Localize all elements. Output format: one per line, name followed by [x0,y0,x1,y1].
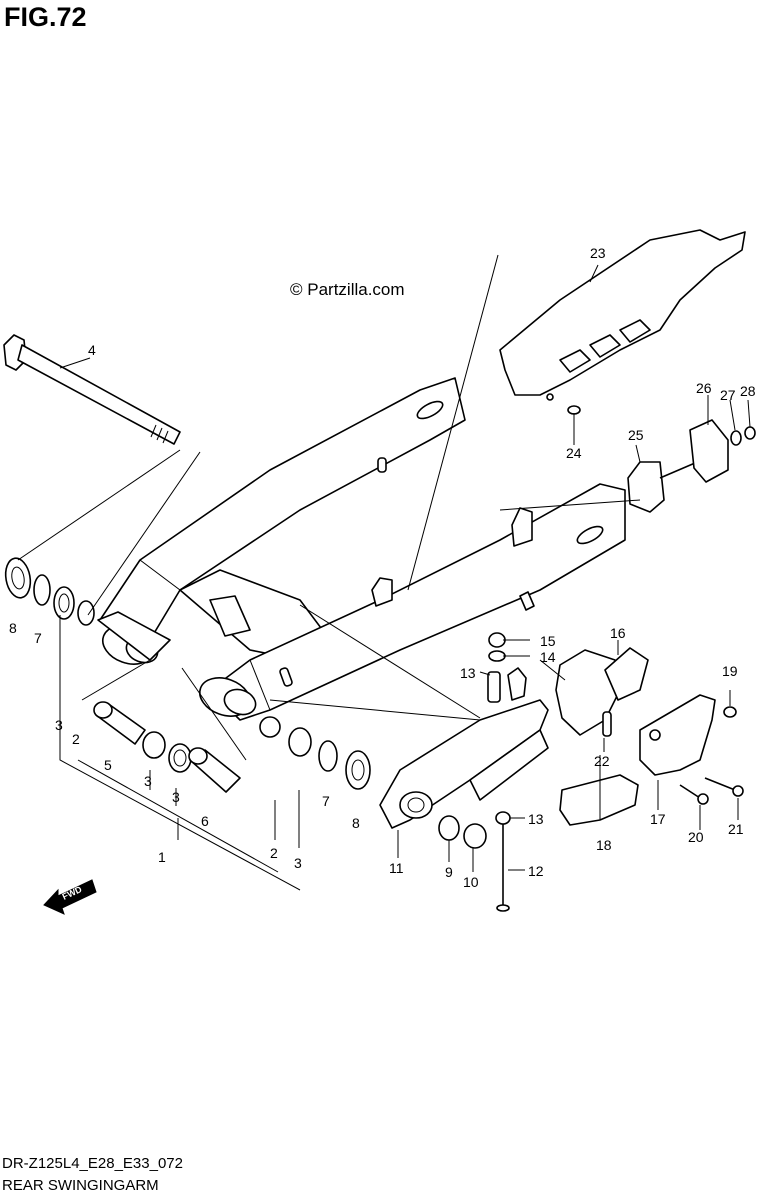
bolt-20[interactable] [679,784,709,805]
spacer-2-left [77,600,95,626]
callout-2-left: 2 [72,731,80,747]
callout-10: 10 [463,874,479,890]
callout-11: 11 [389,860,404,876]
guard-18[interactable] [559,774,639,826]
pivot-axle[interactable] [3,334,181,445]
nut-28 [744,426,756,440]
callout-25: 25 [628,427,644,443]
callout-17: 17 [650,811,666,827]
callout-13-upper: 13 [460,665,476,681]
washer-27 [730,430,742,446]
callout-28: 28 [740,383,756,399]
swingarm[interactable] [97,377,626,723]
callout-6: 6 [201,813,209,829]
model-code: DR-Z125L4_E28_E33_072 [2,1155,183,1172]
washer-7-right [318,740,338,772]
bracket-17[interactable] [639,694,716,776]
bolt-21[interactable] [704,777,744,797]
washer-9 [438,815,460,841]
chain-guide[interactable] [379,699,549,829]
callout-2-right: 2 [270,845,278,861]
callout-3-mid2: 3 [172,789,180,805]
callout-13-lower: 13 [528,811,544,827]
callout-19: 19 [722,663,738,679]
callout-24: 24 [566,445,582,461]
callout-12: 12 [528,863,544,879]
spacer-2-right [259,716,281,738]
collar-13-lower [495,811,511,825]
plate-26 [689,419,729,483]
section-name: REAR SWINGINGARM [2,1177,159,1194]
washer-7-left [33,574,51,606]
pin-22[interactable] [602,711,612,737]
nut-10 [463,823,487,849]
screw-24[interactable] [567,405,581,428]
callout-15: 15 [540,633,556,649]
seal-8-left [4,557,32,599]
callout-8-right: 8 [352,815,360,831]
fwd-arrow-icon: FWD [43,879,97,915]
bearing-3-mid [142,731,166,759]
chain-case[interactable] [499,229,746,401]
callout-3-right: 3 [294,855,302,871]
callout-22: 22 [594,753,610,769]
callout-27: 27 [720,387,736,403]
bolt-12[interactable] [496,820,510,912]
bearing-3-right [288,727,312,757]
callout-18: 18 [596,837,612,853]
washer-14 [488,650,506,662]
figure-title: FIG.72 [4,2,87,32]
callout-4: 4 [88,342,96,358]
callout-26: 26 [696,380,712,396]
callout-9: 9 [445,864,453,880]
bearing-3-left [53,586,75,620]
nut-15 [488,632,506,648]
chain-adjuster-25[interactable] [627,461,696,513]
callout-5: 5 [104,757,112,773]
callout-23: 23 [590,245,606,261]
callout-3-mid: 3 [144,773,152,789]
callout-16: 16 [610,625,626,641]
bracket-16[interactable] [555,647,649,736]
callout-7-left: 7 [34,630,42,646]
callout-3-left: 3 [55,717,63,733]
watermark: © Partzilla.com [290,280,405,299]
callout-1: 1 [158,849,166,865]
bolt-19[interactable] [723,706,737,718]
guide-block [507,667,527,701]
callout-20: 20 [688,829,704,845]
callout-14: 14 [540,649,556,665]
callout-7-right: 7 [322,793,330,809]
seal-8-right [345,750,371,790]
bearing-3-mid2 [168,743,192,773]
callout-21: 21 [728,821,744,837]
callout-8-left: 8 [9,620,17,636]
collar-13-upper [487,671,501,703]
